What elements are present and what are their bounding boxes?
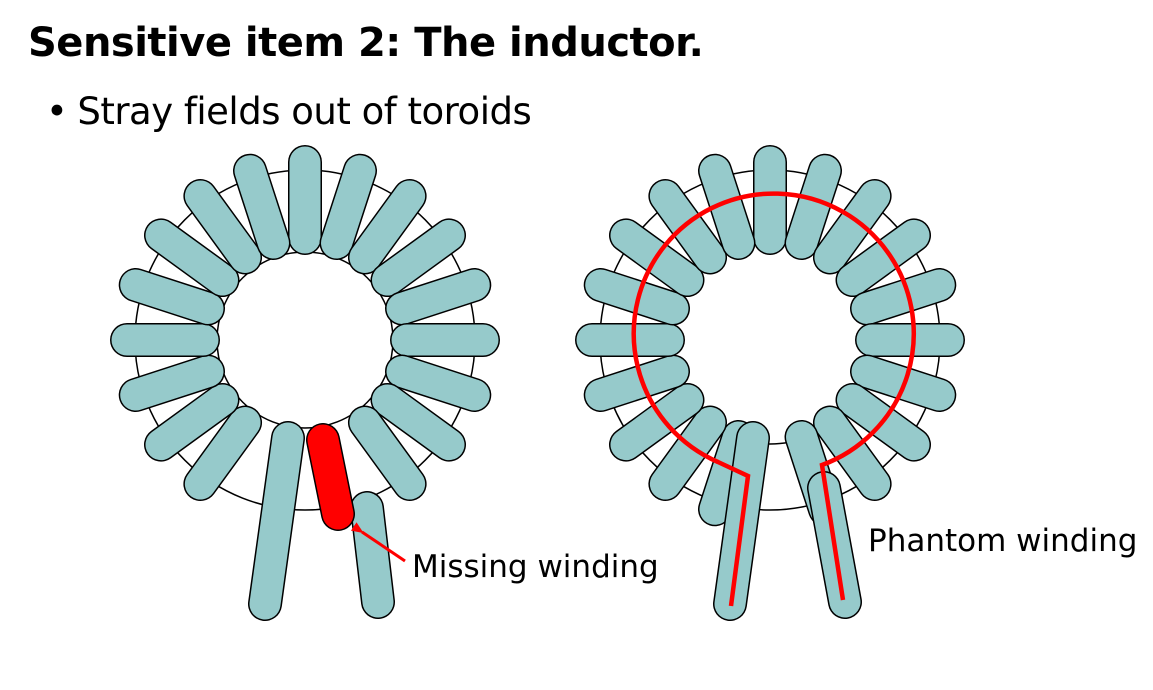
left-winding-17	[145, 219, 238, 296]
left-winding-12	[184, 407, 261, 500]
left-windings	[110, 145, 500, 502]
left-winding-18	[184, 180, 261, 273]
right-winding-12	[649, 407, 726, 500]
right-winding-4	[851, 269, 955, 324]
left-toroid: Missing winding	[110, 145, 659, 621]
right-winding-1	[786, 155, 841, 259]
left-winding-13	[145, 384, 238, 461]
bullet-text: Stray fields out of toroids	[77, 90, 532, 133]
slide-title: Sensitive item 2: The inductor.	[28, 20, 704, 66]
missing-winding-fill	[307, 424, 354, 530]
missing-winding-label: Missing winding	[412, 549, 659, 585]
left-lead-1-fill	[249, 422, 304, 620]
left-winding-14	[120, 356, 224, 411]
right-winding-3	[837, 219, 930, 296]
left-winding-16	[120, 269, 224, 324]
right-winding-8	[814, 407, 891, 500]
missing-winding	[306, 423, 355, 531]
bullet-glyph: •	[46, 90, 68, 133]
left-winding-3	[372, 219, 465, 296]
missing-winding-arrow	[350, 522, 406, 563]
left-winding-1	[321, 155, 376, 259]
phantom-winding-path	[631, 191, 916, 607]
left-winding-7	[372, 384, 465, 461]
left-winding-8	[349, 407, 426, 500]
right-toroid: Phantom winding	[575, 145, 1137, 621]
left-winding-4	[386, 269, 490, 324]
left-lead-2-fill	[351, 492, 394, 618]
left-leads	[248, 421, 395, 621]
bullet-item: •Stray fields out of toroids	[46, 90, 532, 133]
right-winding-19	[699, 155, 754, 259]
left-winding-6	[386, 356, 490, 411]
right-winding-2	[814, 180, 891, 273]
phantom-winding-label: Phantom winding	[868, 523, 1137, 559]
right-winding-13	[610, 384, 703, 461]
right-winding-18	[649, 180, 726, 273]
left-winding-19	[234, 155, 289, 259]
left-winding-2	[349, 180, 426, 273]
left-core-inner	[216, 251, 394, 429]
right-winding-14	[585, 356, 689, 411]
